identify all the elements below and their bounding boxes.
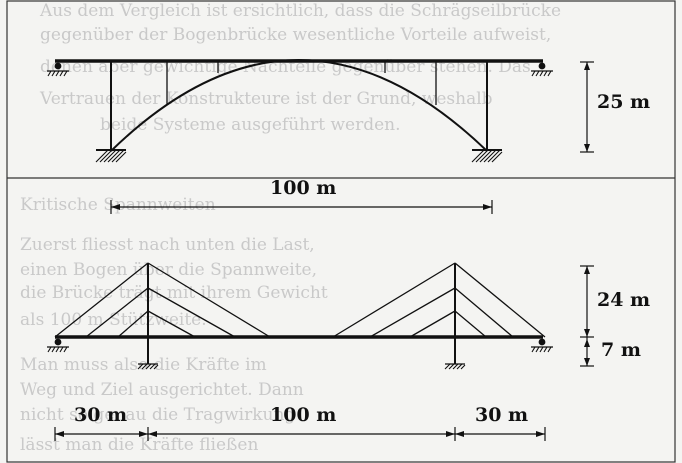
side-span-right-label: 30 m: [475, 404, 528, 426]
arch-bearing-left: [47, 62, 69, 77]
bg-line: Zuerst fliesst nach unten die Last,: [20, 235, 315, 255]
rise-dimension: 25 m: [580, 61, 650, 153]
span-dimension: 100 m: [110, 177, 493, 214]
arch-piers: [110, 61, 488, 150]
bg-line: Weg und Ziel ausgerichtet. Dann: [20, 380, 304, 400]
pylon-foundation-left: [137, 363, 159, 370]
bg-line: als 100 m Stützweite.: [20, 310, 207, 330]
bg-line: die Brücke trägt mit ihrem Gewicht: [20, 283, 328, 303]
pylon-height-dimension: 24 m: [580, 265, 650, 338]
main-span-label: 100 m: [270, 404, 336, 426]
rise-label: 25 m: [597, 91, 650, 113]
figure-frame: [6, 0, 676, 463]
bg-line: einen Bogen über die Spannweite,: [20, 260, 317, 280]
cable-bearing-left: [47, 338, 69, 353]
side-span-left-label: 30 m: [74, 404, 127, 426]
bg-line: beide Systeme ausgeführt werden.: [100, 115, 401, 135]
background-text: Aus dem Vergleich ist ersichtlich, dass …: [20, 1, 561, 455]
pylon-foundation-right: [444, 363, 466, 370]
arch-foundation-left: [95, 149, 127, 163]
span-label: 100 m: [270, 177, 336, 199]
arch-rib: [110, 59, 488, 152]
arch-bridge: 25 m 100 m: [47, 59, 650, 214]
bg-line: Aus dem Vergleich ist ersichtlich, dass …: [39, 1, 561, 21]
depth-dimension: 7 m: [580, 337, 641, 367]
arch-bearing-right: [531, 62, 553, 77]
arch-hangers: [166, 61, 437, 105]
pylon-height-label: 24 m: [597, 289, 650, 311]
arch-foundation-right: [471, 149, 503, 163]
bg-line: nicht so genau die Tragwirkung: [20, 405, 295, 425]
cable-bearing-right: [531, 338, 553, 353]
span-dimensions-bottom: 30 m 100 m 30 m: [54, 404, 546, 441]
bg-line: Man muss also die Kräfte im: [20, 355, 267, 375]
bg-line: lässt man die Kräfte fließen: [20, 435, 258, 455]
bg-line: gegenüber der Bogenbrücke wesentliche Vo…: [40, 25, 551, 45]
cable-stayed-bridge: 24 m 7 m 30 m 100 m 30 m: [47, 262, 650, 441]
stay-cables-left: [54, 262, 271, 338]
bg-line: Vertrauen der Konstrukteure ist der Grun…: [39, 89, 493, 109]
stay-cables-right: [332, 262, 546, 338]
depth-label: 7 m: [601, 339, 641, 361]
